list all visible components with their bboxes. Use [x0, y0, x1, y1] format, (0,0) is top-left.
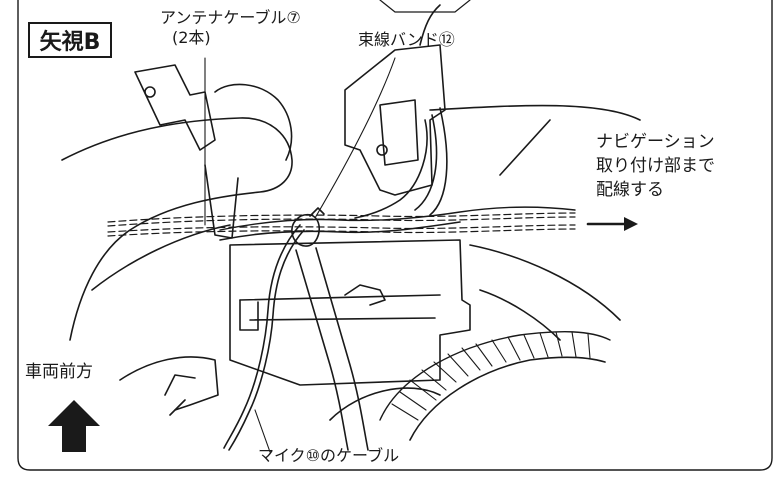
view-title: 矢視B — [28, 22, 112, 58]
nav-arrow-head — [624, 217, 638, 231]
binding-band-label: 束線バンド⑫ — [358, 30, 455, 49]
right-diagonal — [499, 119, 551, 176]
bottom-left-part — [119, 356, 219, 411]
connector-hole — [376, 144, 388, 156]
connector-wires-3 — [429, 107, 448, 216]
left-duct-lower — [91, 224, 231, 291]
right-panel-top — [429, 104, 641, 121]
bracket-lower — [204, 164, 239, 239]
harness-bundle — [219, 206, 576, 231]
navigation-label: ナビゲーション 取り付け部まで 配線する — [596, 130, 715, 202]
antenna-cable-label-line2: (2本) — [172, 28, 211, 47]
antenna-cable-label: アンテナケーブル⑦ (2本) — [160, 8, 301, 48]
connector-block — [344, 44, 446, 196]
harness-bundle-2 — [219, 221, 461, 241]
connector-cable-up — [419, 4, 441, 46]
bracket-left — [134, 64, 216, 151]
center-box-tab — [239, 299, 259, 331]
frame-border — [17, 0, 773, 471]
navigation-label-line1: ナビゲーション — [596, 132, 715, 152]
navigation-label-line3: 配線する — [596, 180, 664, 200]
navigation-label-line2: 取り付け部まで — [596, 156, 715, 176]
connector-inner — [379, 99, 419, 166]
bracket-hole — [144, 86, 156, 98]
connector-wires-2 — [414, 114, 438, 211]
mic-cable-label: マイク⑩のケーブル — [258, 446, 400, 465]
strap-left — [295, 249, 349, 451]
bottom-left-lines — [164, 374, 196, 416]
tube-ribs — [391, 331, 591, 421]
left-duct-shape — [61, 117, 293, 341]
mic-cable-2 — [228, 229, 305, 451]
center-box-slot — [239, 294, 441, 321]
center-box-bracket — [344, 284, 386, 306]
leader-band — [314, 57, 396, 219]
right-body-curve — [479, 289, 561, 341]
connector-wires — [354, 119, 428, 219]
corrugated-tube-outer — [379, 331, 611, 421]
center-box — [229, 239, 471, 386]
bottom-structure — [329, 387, 441, 421]
strap-right — [315, 247, 369, 451]
vehicle-front-label: 車両前方 — [25, 362, 93, 382]
mic-cable — [223, 224, 301, 449]
binding-band-tail — [309, 207, 325, 217]
round-boss — [214, 83, 293, 161]
frame-notch — [379, 0, 471, 13]
vehicle-front-arrow — [48, 400, 100, 452]
leader-mic — [254, 409, 271, 453]
right-body-lower — [469, 244, 621, 321]
corrugated-tube-inner — [409, 356, 606, 441]
antenna-cable-label-line1: アンテナケーブル⑦ — [160, 8, 301, 27]
